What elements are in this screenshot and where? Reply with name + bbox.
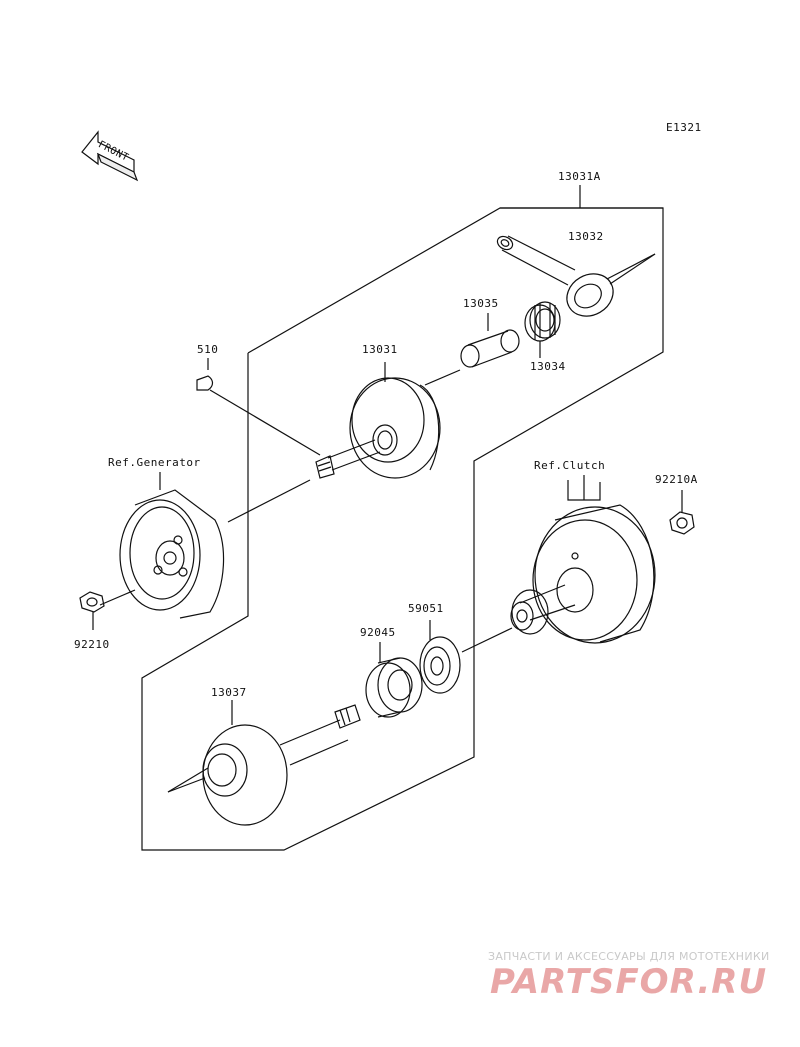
part-13035-label: 13035 <box>463 297 499 310</box>
nut-92210 <box>79 591 105 613</box>
gear-59051 <box>419 636 461 694</box>
part-13031A-label: 13031A <box>558 170 601 183</box>
diagram-code: E1321 <box>666 121 702 134</box>
part-13034-label: 13034 <box>530 360 566 373</box>
clutch-assembly <box>519 504 656 644</box>
nut-92210A <box>669 511 695 535</box>
part-13031-label: 13031 <box>362 343 398 356</box>
crankshaft-right-half <box>167 704 361 826</box>
crank-pin <box>460 329 520 368</box>
connecting-rod <box>496 235 656 317</box>
part-59051-label: 59051 <box>408 602 444 615</box>
part-13032-label: 13032 <box>568 230 604 243</box>
ball-bearing <box>365 657 423 718</box>
watermark-tagline: ЗАПЧАСТИ И АКСЕССУАРЫ ДЛЯ МОТОТЕХНИКИ <box>488 950 770 963</box>
part-92045-label: 92045 <box>360 626 396 639</box>
part-510-label: 510 <box>197 343 219 356</box>
crankshaft-left-half <box>315 377 441 479</box>
needle-bearing <box>524 301 561 342</box>
ref-clutch-label: Ref.Clutch <box>534 459 606 472</box>
watermark-logo: PARTSFOR.RU <box>490 962 768 1002</box>
part-13037-label: 13037 <box>211 686 247 699</box>
part-92210A-label: 92210A <box>655 473 698 486</box>
generator-rotor <box>119 489 225 619</box>
front-arrow-icon <box>81 130 139 182</box>
ref-generator-label: Ref.Generator <box>108 456 201 469</box>
woodruff-key <box>196 375 214 391</box>
clutch-gear <box>510 589 549 635</box>
part-92210-label: 92210 <box>74 638 110 651</box>
